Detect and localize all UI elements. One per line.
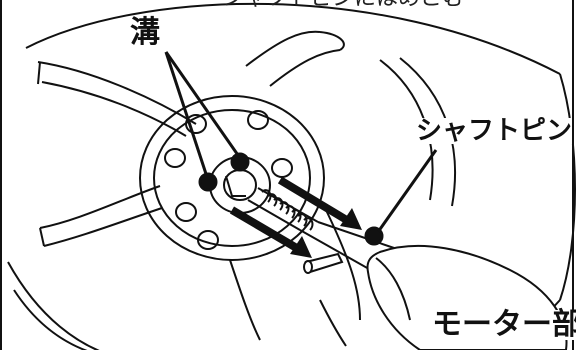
shaft-pin-label: シャフトピン (416, 116, 573, 146)
groove-label: 溝 (130, 15, 160, 50)
motor-part-label: モーター部 (432, 310, 576, 340)
groove-point-right (230, 152, 250, 172)
leader-lines (164, 51, 438, 246)
figure-caption: シャフトピンにはめこむ (222, 0, 464, 10)
shaft-pin-point (364, 226, 384, 246)
groove-point-left (198, 172, 218, 192)
insertion-arrows (229, 176, 362, 258)
shaft-pin-drawing (303, 252, 344, 274)
